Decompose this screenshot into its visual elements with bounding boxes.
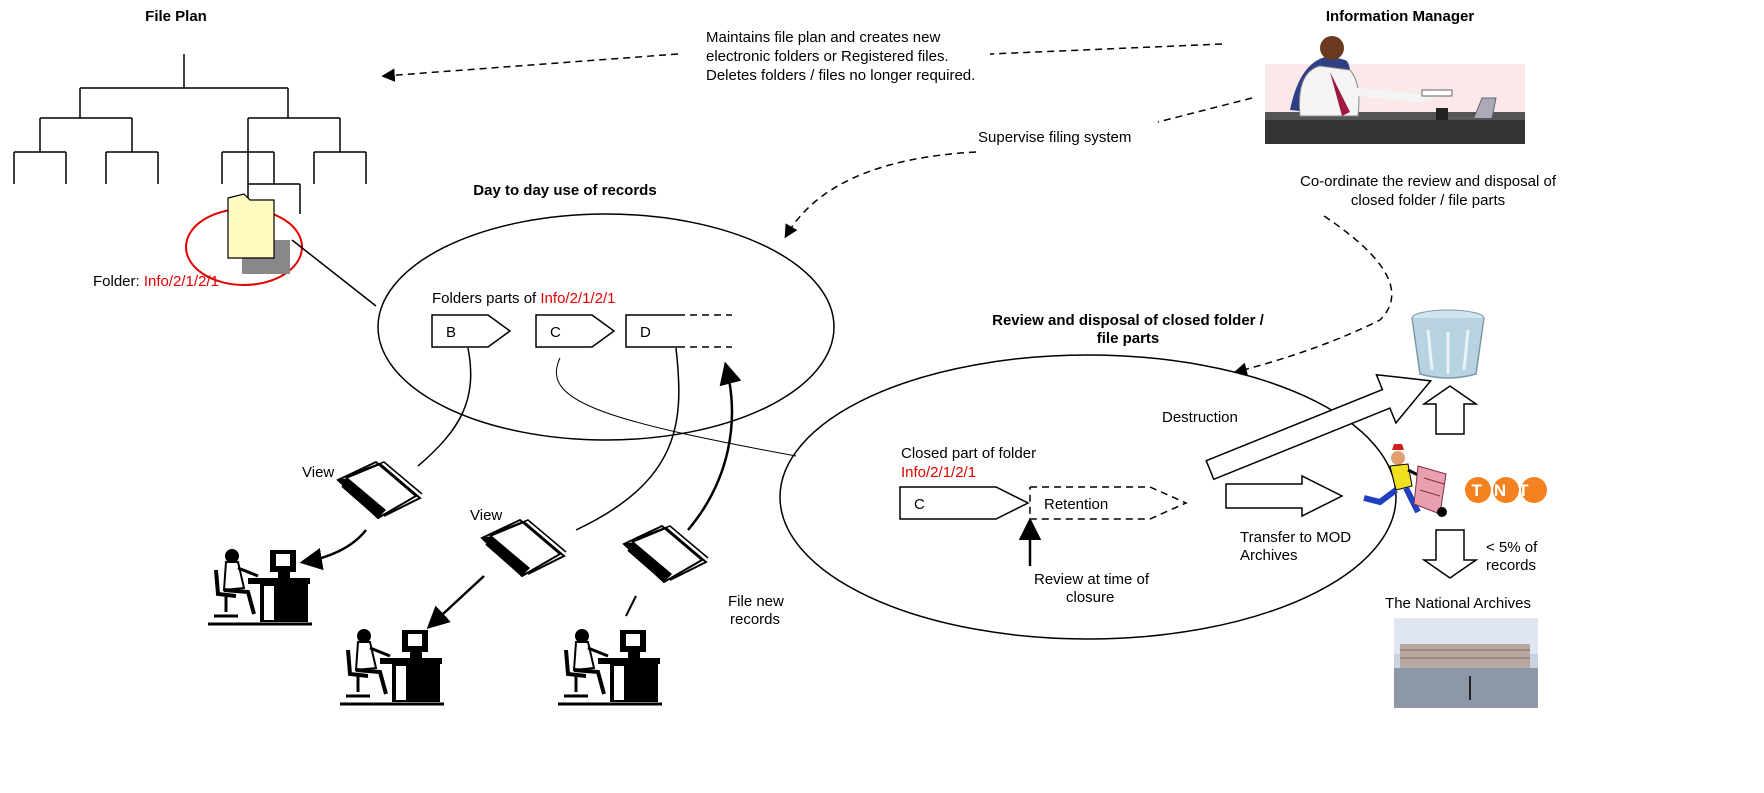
transfer-arrow <box>1225 474 1344 518</box>
file-new-arrow <box>687 361 742 531</box>
national-archives-label: The National Archives <box>1385 595 1531 612</box>
supervise-arrow-tail <box>1157 97 1253 123</box>
review-title-1: Review and disposal of closed folder / <box>992 312 1265 329</box>
computer-user-icon <box>338 627 446 706</box>
folder-part-d: D <box>625 314 732 348</box>
svg-text:B: B <box>446 324 456 341</box>
closed-part-c: C <box>899 486 1030 520</box>
supervise-arrow <box>784 151 977 239</box>
part-d-connector <box>575 347 680 531</box>
part-b-connector <box>417 347 472 467</box>
recycle-bin-icon <box>1411 309 1485 379</box>
maintain-text-2: electronic folders or Registered files. <box>706 48 949 65</box>
review-ellipse <box>779 354 1397 640</box>
national-archives-photo <box>1394 618 1538 708</box>
transfer-text-1: Transfer to MOD <box>1240 529 1351 546</box>
retention-box: Retention <box>1029 486 1188 520</box>
office-worker-icon <box>1265 36 1525 144</box>
file-new-text-2: records <box>730 611 780 628</box>
transfer-text-2: Archives <box>1240 547 1298 564</box>
document-icon <box>481 519 567 577</box>
coordinate-text-1: Co-ordinate the review and disposal of <box>1300 173 1557 190</box>
part-c-to-closed-connector <box>555 357 797 457</box>
folder-part-b: B <box>431 314 512 348</box>
review-title-2: file parts <box>1097 330 1160 347</box>
info-manager-title: Information Manager <box>1326 8 1475 25</box>
maintain-text-3: Deletes folders / files no longer requir… <box>706 67 975 84</box>
svg-text:TNT: TNT <box>1471 481 1540 500</box>
svg-text:Retention: Retention <box>1044 496 1108 513</box>
svg-text:C: C <box>550 324 561 341</box>
percent-text-2: records <box>1486 557 1536 574</box>
percent-text-1: < 5% of <box>1486 539 1538 556</box>
supervise-text: Supervise filing system <box>978 129 1131 146</box>
folder-part-c: C <box>535 314 616 348</box>
file-plan-title: File Plan <box>145 8 207 25</box>
view-arrow-1 <box>299 529 367 571</box>
coordinate-arrow <box>1233 215 1393 376</box>
folder-connector <box>291 239 377 307</box>
file-plan-tree <box>13 54 367 214</box>
coordinate-text-2: closed folder / file parts <box>1351 192 1505 209</box>
file-new-link <box>625 595 637 617</box>
computer-user-icon <box>556 627 664 706</box>
svg-text:C: C <box>914 496 925 513</box>
file-new-text-1: File new <box>728 593 784 610</box>
computer-user-icon <box>206 547 314 626</box>
maintain-arrow <box>381 53 679 82</box>
review-closure-text-1: Review at time of <box>1034 571 1150 588</box>
folder-icon <box>227 193 290 274</box>
closed-part-ref: Info/2/1/2/1 <box>901 464 976 481</box>
closed-part-text: Closed part of folder <box>901 445 1036 462</box>
view-arrow-2 <box>426 575 485 630</box>
destruction-arrow <box>1205 373 1433 481</box>
tnt-logo: TNT <box>1465 477 1547 503</box>
view-label-2: View <box>470 507 502 524</box>
delivery-man-icon <box>1363 444 1447 517</box>
folder-parts-label: Folders parts of Info/2/1/2/1 <box>432 290 615 307</box>
day-to-day-ellipse <box>377 213 835 441</box>
view-label-1: View <box>302 464 334 481</box>
folder-label: Folder: Info/2/1/2/1 <box>93 273 219 290</box>
archives-down-arrow <box>1421 529 1479 579</box>
day-to-day-title: Day to day use of records <box>473 182 656 199</box>
maintain-arrow-tail <box>989 43 1223 55</box>
svg-text:D: D <box>640 324 651 341</box>
document-icon <box>623 525 709 583</box>
review-closure-text-2: closure <box>1066 589 1114 606</box>
maintain-text-1: Maintains file plan and creates new <box>706 29 940 46</box>
destruction-label: Destruction <box>1162 409 1238 426</box>
document-icon <box>337 461 423 519</box>
bin-up-arrow <box>1421 385 1479 435</box>
